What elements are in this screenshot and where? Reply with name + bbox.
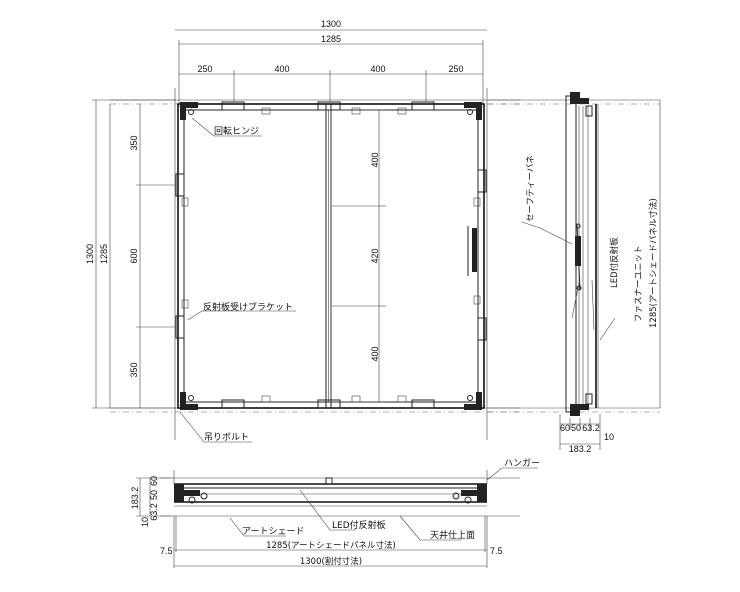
- corner-hinge-tl: [180, 102, 198, 120]
- plan-view: [92, 29, 520, 443]
- label-bolt: 吊りボルト: [204, 432, 249, 443]
- label-art-shade-panel: 1285(アートシェードパネル寸法): [648, 198, 659, 328]
- dim-bottom-left-offset: 7.5: [160, 546, 173, 556]
- label-art-shade: アートシェード: [242, 527, 304, 537]
- dim-left-seg-2: 600: [129, 248, 139, 263]
- dim-left-total: 1300: [85, 244, 95, 264]
- dim-top-seg-1: 250: [197, 64, 212, 74]
- dim-section-left-3: 63.2: [149, 503, 159, 521]
- dim-mid-seg-1: 400: [370, 152, 380, 167]
- dim-section-left-5: 60: [149, 476, 159, 486]
- dim-side-bottom-2: 50: [571, 423, 581, 433]
- dim-bottom-inner: 1285(アートシェードパネル寸法): [266, 540, 396, 551]
- dim-section-left-2: 10: [140, 517, 150, 527]
- label-fastener-unit: ファスナーユニット: [634, 245, 644, 322]
- dim-side-bottom-total: 183.2: [569, 444, 592, 454]
- corner-hinge-tr: [464, 102, 482, 120]
- side-view: [488, 92, 661, 450]
- dim-top-seg-4: 250: [448, 64, 463, 74]
- dim-side-bottom-4: 10: [604, 432, 614, 442]
- corner-hinge-br: [464, 392, 482, 410]
- label-ceiling-surface: 天井仕上面: [430, 529, 475, 541]
- dim-mid-seg-2: 420: [370, 248, 380, 263]
- dim-left-inner: 1285: [99, 244, 109, 264]
- dim-side-bottom-3: 63.2: [582, 423, 600, 433]
- dim-mid-seg-3: 400: [370, 346, 380, 361]
- label-safety-spring: セーフティーバネ: [526, 155, 536, 222]
- dim-top-total: 1300: [321, 19, 341, 29]
- dim-side-bottom-1: 60: [560, 423, 570, 433]
- dim-left-seg-1: 350: [129, 135, 139, 150]
- label-led-reflector: LED付反射板: [332, 519, 386, 531]
- label-bracket: 反射板受けブラケット: [203, 301, 293, 313]
- dim-left-seg-3: 350: [129, 362, 139, 377]
- label-hanger: ハンガー: [504, 458, 540, 469]
- corner-hinge-bl: [180, 392, 198, 410]
- dim-section-left-1: 183.2: [130, 487, 140, 510]
- dim-section-left-4: 50: [149, 490, 159, 500]
- section-view: [136, 467, 538, 568]
- dim-bottom-total: 1300(割付寸法): [300, 556, 362, 567]
- dim-bottom-right-offset: 7.5: [490, 546, 503, 556]
- dim-top-inner: 1285: [321, 34, 341, 44]
- dim-top-seg-2: 400: [274, 64, 289, 74]
- label-hinge: 回転ヒンジ: [214, 126, 259, 137]
- label-led-reflector-side: LED付反射板: [609, 237, 620, 288]
- dim-top-seg-3: 400: [370, 64, 385, 74]
